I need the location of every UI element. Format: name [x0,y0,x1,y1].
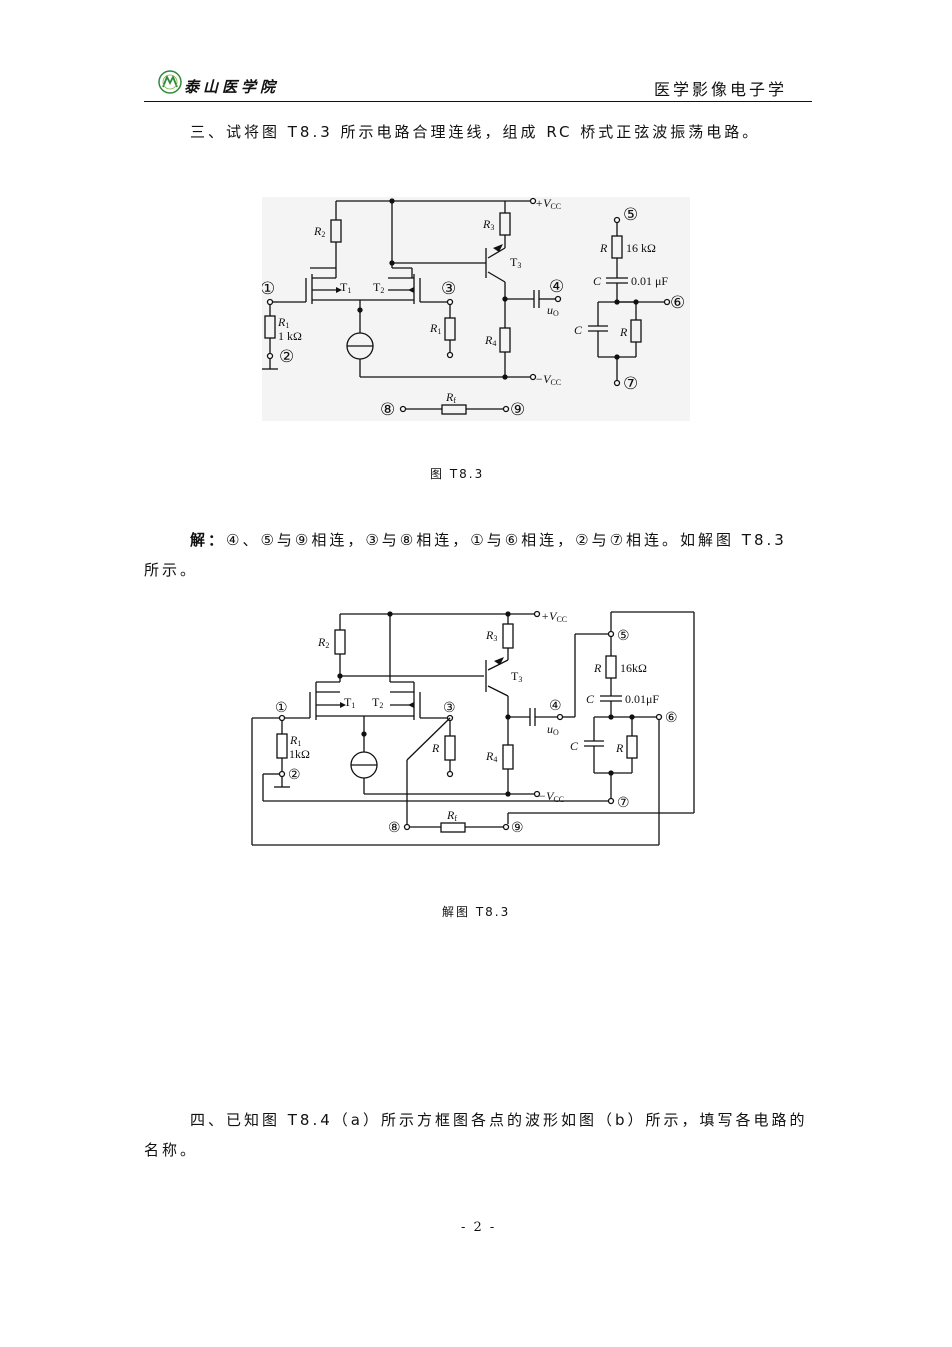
svg-text:T3: T3 [510,255,521,270]
figure-2-caption: 解图 T8.3 [442,905,511,919]
solution-body: ④、⑤与⑨相连，③与⑧相连，①与⑥相连，②与⑦相连。如解图 T8.3 所示。 [144,531,787,579]
svg-text:⑦: ⑦ [623,374,638,393]
solution-text: 解：④、⑤与⑨相连，③与⑧相连，①与⑥相连，②与⑦相连。如解图 T8.3 所示。 [144,525,812,585]
page-number: - 2 - [461,1220,497,1235]
svg-text:④: ④ [549,699,562,714]
svg-text:R2: R2 [313,224,325,239]
svg-text:R3: R3 [485,628,497,643]
svg-text:0.01 μF: 0.01 μF [631,274,668,288]
svg-text:R: R [619,325,628,339]
header-school-name: 泰山医学院 [184,78,280,96]
svg-text:R1: R1 [289,733,301,748]
solution-label: 解： [190,531,227,549]
svg-text:16 kΩ: 16 kΩ [626,241,656,255]
svg-text:②: ② [288,768,301,783]
svg-text:⑧: ⑧ [380,400,395,419]
svg-text:⑧: ⑧ [388,821,401,836]
svg-text:④: ④ [549,277,564,296]
svg-text:+VCC: +VCC [541,609,567,624]
svg-text:⑦: ⑦ [617,796,630,811]
svg-text:1kΩ: 1kΩ [289,747,310,761]
svg-text:R1: R1 [429,321,441,336]
figure-1-caption: 图 T8.3 [430,467,485,481]
svg-text:T2: T2 [372,695,383,710]
svg-text:Rf: Rf [446,808,457,823]
svg-text:1 kΩ: 1 kΩ [278,329,302,343]
svg-text:uO: uO [547,303,559,318]
svg-text:−VCC: −VCC [538,789,564,804]
svg-text:③: ③ [443,701,456,716]
svg-text:R2: R2 [317,635,329,650]
svg-text:①: ① [275,701,288,716]
svg-text:T2: T2 [373,280,384,295]
svg-text:Rf: Rf [445,390,456,405]
svg-text:uO: uO [547,722,559,737]
svg-text:0.01μF: 0.01μF [625,692,659,706]
svg-text:R4: R4 [484,333,496,348]
svg-text:T1: T1 [340,280,351,295]
svg-text:R: R [431,741,440,755]
svg-text:−VCC: −VCC [535,372,561,387]
header-course-title: 医学影像电子学 [653,80,787,99]
question-4-text: 四、已知图 T8.4（a）所示方框图各点的波形如图（b）所示，填写各电路的名称。 [144,1111,808,1159]
svg-text:⑥: ⑥ [670,293,685,312]
solution-figure-t8-3: +VCC −VCC R2 R3 R4 R1 1kΩ R T1 T2 T3 uO … [251,609,695,846]
svg-text:②: ② [279,347,294,366]
svg-text:+VCC: +VCC [535,197,561,211]
svg-text:⑤: ⑤ [617,629,630,644]
svg-text:R: R [599,241,608,255]
school-logo [158,70,182,94]
svg-text:C: C [574,323,583,337]
svg-text:T1: T1 [344,695,355,710]
svg-text:R: R [593,661,602,675]
svg-text:R3: R3 [482,217,494,232]
figure-t8-3: +VCC −VCC R2 R3 R4 R1 1 kΩ R1 T1 T2 T3 u… [262,197,690,421]
svg-text:16kΩ: 16kΩ [620,661,647,675]
svg-text:C: C [570,739,579,753]
svg-text:T3: T3 [511,669,522,684]
svg-text:R: R [615,741,624,755]
svg-text:C: C [586,692,595,706]
svg-text:⑨: ⑨ [511,821,524,836]
header-divider [144,101,812,102]
svg-text:③: ③ [441,279,456,298]
svg-text:R1: R1 [277,315,289,330]
svg-text:①: ① [262,279,275,298]
svg-text:⑤: ⑤ [623,205,638,224]
question-3-text: 三、试将图 T8.3 所示电路合理连线，组成 RC 桥式正弦波振荡电路。 [190,123,761,141]
svg-text:R4: R4 [485,749,497,764]
svg-text:⑥: ⑥ [665,711,678,726]
svg-text:⑨: ⑨ [510,400,525,419]
svg-text:C: C [593,274,602,288]
